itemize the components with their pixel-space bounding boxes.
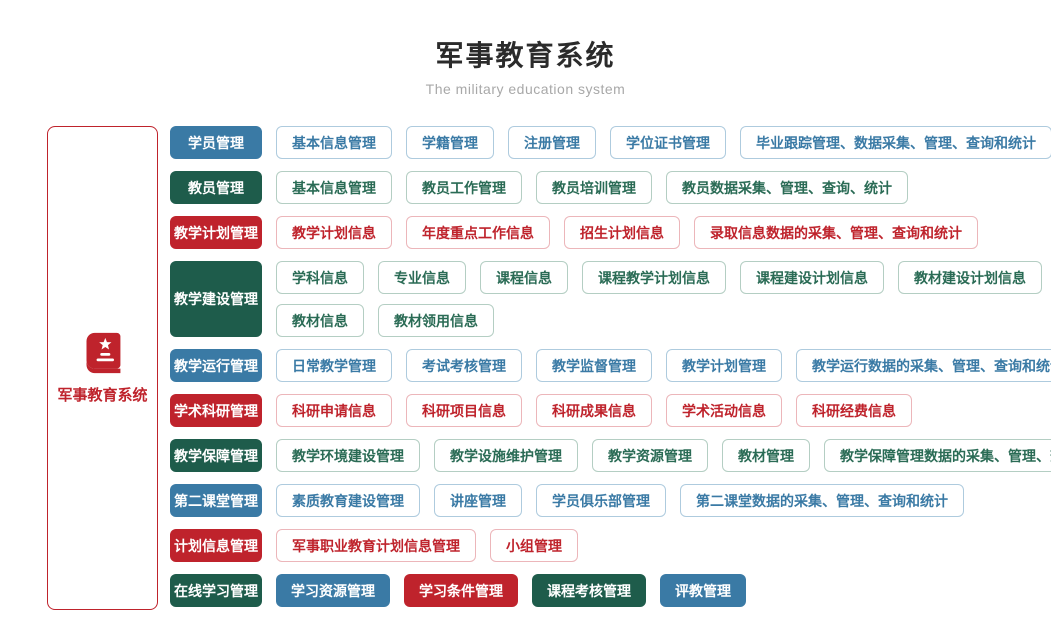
- item-line: 基本信息管理教员工作管理教员培训管理教员数据采集、管理、查询、统计: [276, 171, 908, 204]
- item-button[interactable]: 课程教学计划信息: [582, 261, 726, 294]
- item-button[interactable]: 素质教育建设管理: [276, 484, 420, 517]
- header: 军事教育系统 The military education system: [0, 0, 1051, 97]
- item-button[interactable]: 毕业跟踪管理、数据采集、管理、查询和统计: [740, 126, 1051, 159]
- item-lines: 素质教育建设管理讲座管理学员俱乐部管理第二课堂数据的采集、管理、查询和统计: [276, 484, 964, 517]
- item-line: 基本信息管理学籍管理注册管理学位证书管理毕业跟踪管理、数据采集、管理、查询和统计: [276, 126, 1051, 159]
- item-lines: 军事职业教育计划信息管理小组管理: [276, 529, 578, 562]
- item-button[interactable]: 学位证书管理: [610, 126, 726, 159]
- item-lines: 日常教学管理考试考核管理教学监督管理教学计划管理教学运行数据的采集、管理、查询和…: [276, 349, 1051, 382]
- item-button[interactable]: 学籍管理: [406, 126, 494, 159]
- item-lines: 教学环境建设管理教学设施维护管理教学资源管理教材管理教学保障管理数据的采集、管理…: [276, 439, 1051, 472]
- item-button[interactable]: 学术活动信息: [666, 394, 782, 427]
- category-button[interactable]: 教员管理: [170, 171, 262, 204]
- item-button[interactable]: 教员培训管理: [536, 171, 652, 204]
- module-row: 教学保障管理教学环境建设管理教学设施维护管理教学资源管理教材管理教学保障管理数据…: [170, 439, 1051, 472]
- item-button[interactable]: 教学运行数据的采集、管理、查询和统计: [796, 349, 1051, 382]
- item-button[interactable]: 科研项目信息: [406, 394, 522, 427]
- item-line: 素质教育建设管理讲座管理学员俱乐部管理第二课堂数据的采集、管理、查询和统计: [276, 484, 964, 517]
- item-button[interactable]: 科研成果信息: [536, 394, 652, 427]
- item-lines: 科研申请信息科研项目信息科研成果信息学术活动信息科研经费信息: [276, 394, 912, 427]
- module-row: 第二课堂管理素质教育建设管理讲座管理学员俱乐部管理第二课堂数据的采集、管理、查询…: [170, 484, 1051, 517]
- item-button[interactable]: 学科信息: [276, 261, 364, 294]
- item-button[interactable]: 教员工作管理: [406, 171, 522, 204]
- category-button[interactable]: 学员管理: [170, 126, 262, 159]
- item-button[interactable]: 教学计划信息: [276, 216, 392, 249]
- category-button[interactable]: 教学运行管理: [170, 349, 262, 382]
- item-lines: 基本信息管理教员工作管理教员培训管理教员数据采集、管理、查询、统计: [276, 171, 908, 204]
- page-title: 军事教育系统: [435, 40, 616, 71]
- module-row: 教员管理基本信息管理教员工作管理教员培训管理教员数据采集、管理、查询、统计: [170, 171, 1051, 204]
- item-button[interactable]: 教材领用信息: [378, 304, 494, 337]
- module-row: 学员管理基本信息管理学籍管理注册管理学位证书管理毕业跟踪管理、数据采集、管理、查…: [170, 126, 1051, 159]
- module-row: 在线学习管理学习资源管理学习条件管理课程考核管理评教管理: [170, 574, 1051, 607]
- item-button[interactable]: 录取信息数据的采集、管理、查询和统计: [694, 216, 978, 249]
- category-rows: 学员管理基本信息管理学籍管理注册管理学位证书管理毕业跟踪管理、数据采集、管理、查…: [170, 126, 1051, 610]
- item-button[interactable]: 教材信息: [276, 304, 364, 337]
- item-line: 军事职业教育计划信息管理小组管理: [276, 529, 578, 562]
- item-button[interactable]: 教学资源管理: [592, 439, 708, 472]
- category-button[interactable]: 教学建设管理: [170, 261, 262, 337]
- item-lines: 教学计划信息年度重点工作信息招生计划信息录取信息数据的采集、管理、查询和统计: [276, 216, 978, 249]
- item-button[interactable]: 专业信息: [378, 261, 466, 294]
- category-button[interactable]: 计划信息管理: [170, 529, 262, 562]
- item-button[interactable]: 教学环境建设管理: [276, 439, 420, 472]
- root-node: 军事教育系统: [47, 126, 158, 610]
- category-button[interactable]: 学术科研管理: [170, 394, 262, 427]
- module-row: 教学建设管理学科信息专业信息课程信息课程教学计划信息课程建设计划信息教材建设计划…: [170, 261, 1051, 337]
- item-button[interactable]: 教材管理: [722, 439, 810, 472]
- item-button[interactable]: 教学监督管理: [536, 349, 652, 382]
- item-button[interactable]: 基本信息管理: [276, 126, 392, 159]
- item-button[interactable]: 日常教学管理: [276, 349, 392, 382]
- item-button[interactable]: 科研申请信息: [276, 394, 392, 427]
- diagram: 军事教育系统 学员管理基本信息管理学籍管理注册管理学位证书管理毕业跟踪管理、数据…: [0, 126, 1051, 610]
- item-button[interactable]: 课程考核管理: [532, 574, 646, 607]
- root-label: 军事教育系统: [57, 387, 148, 404]
- item-line: 日常教学管理考试考核管理教学监督管理教学计划管理教学运行数据的采集、管理、查询和…: [276, 349, 1051, 382]
- item-button[interactable]: 学习条件管理: [404, 574, 518, 607]
- item-line: 教学环境建设管理教学设施维护管理教学资源管理教材管理教学保障管理数据的采集、管理…: [276, 439, 1051, 472]
- item-button[interactable]: 第二课堂数据的采集、管理、查询和统计: [680, 484, 964, 517]
- item-line: 教学计划信息年度重点工作信息招生计划信息录取信息数据的采集、管理、查询和统计: [276, 216, 978, 249]
- category-button[interactable]: 第二课堂管理: [170, 484, 262, 517]
- item-button[interactable]: 军事职业教育计划信息管理: [276, 529, 476, 562]
- item-button[interactable]: 教学设施维护管理: [434, 439, 578, 472]
- item-line: 学习资源管理学习条件管理课程考核管理评教管理: [276, 574, 746, 607]
- item-button[interactable]: 教学计划管理: [666, 349, 782, 382]
- item-line: 科研申请信息科研项目信息科研成果信息学术活动信息科研经费信息: [276, 394, 912, 427]
- item-button[interactable]: 教员数据采集、管理、查询、统计: [666, 171, 908, 204]
- category-button[interactable]: 教学计划管理: [170, 216, 262, 249]
- book-star-icon: [81, 331, 125, 375]
- module-row: 计划信息管理军事职业教育计划信息管理小组管理: [170, 529, 1051, 562]
- item-button[interactable]: 年度重点工作信息: [406, 216, 550, 249]
- item-button[interactable]: 注册管理: [508, 126, 596, 159]
- page-subtitle: The military education system: [425, 81, 626, 97]
- item-button[interactable]: 学习资源管理: [276, 574, 390, 607]
- item-lines: 基本信息管理学籍管理注册管理学位证书管理毕业跟踪管理、数据采集、管理、查询和统计: [276, 126, 1051, 159]
- category-button[interactable]: 教学保障管理: [170, 439, 262, 472]
- item-line: 学科信息专业信息课程信息课程教学计划信息课程建设计划信息教材建设计划信息: [276, 261, 1042, 294]
- item-button[interactable]: 教学保障管理数据的采集、管理、查询和统计: [824, 439, 1051, 472]
- item-line: 教材信息教材领用信息: [276, 304, 1042, 337]
- item-button[interactable]: 课程信息: [480, 261, 568, 294]
- item-button[interactable]: 学员俱乐部管理: [536, 484, 666, 517]
- item-button[interactable]: 招生计划信息: [564, 216, 680, 249]
- item-lines: 学习资源管理学习条件管理课程考核管理评教管理: [276, 574, 746, 607]
- item-button[interactable]: 教材建设计划信息: [898, 261, 1042, 294]
- module-row: 教学计划管理教学计划信息年度重点工作信息招生计划信息录取信息数据的采集、管理、查…: [170, 216, 1051, 249]
- item-lines: 学科信息专业信息课程信息课程教学计划信息课程建设计划信息教材建设计划信息教材信息…: [276, 261, 1042, 337]
- item-button[interactable]: 考试考核管理: [406, 349, 522, 382]
- category-button[interactable]: 在线学习管理: [170, 574, 262, 607]
- module-row: 学术科研管理科研申请信息科研项目信息科研成果信息学术活动信息科研经费信息: [170, 394, 1051, 427]
- item-button[interactable]: 课程建设计划信息: [740, 261, 884, 294]
- module-row: 教学运行管理日常教学管理考试考核管理教学监督管理教学计划管理教学运行数据的采集、…: [170, 349, 1051, 382]
- item-button[interactable]: 小组管理: [490, 529, 578, 562]
- item-button[interactable]: 基本信息管理: [276, 171, 392, 204]
- item-button[interactable]: 科研经费信息: [796, 394, 912, 427]
- item-button[interactable]: 讲座管理: [434, 484, 522, 517]
- item-button[interactable]: 评教管理: [660, 574, 746, 607]
